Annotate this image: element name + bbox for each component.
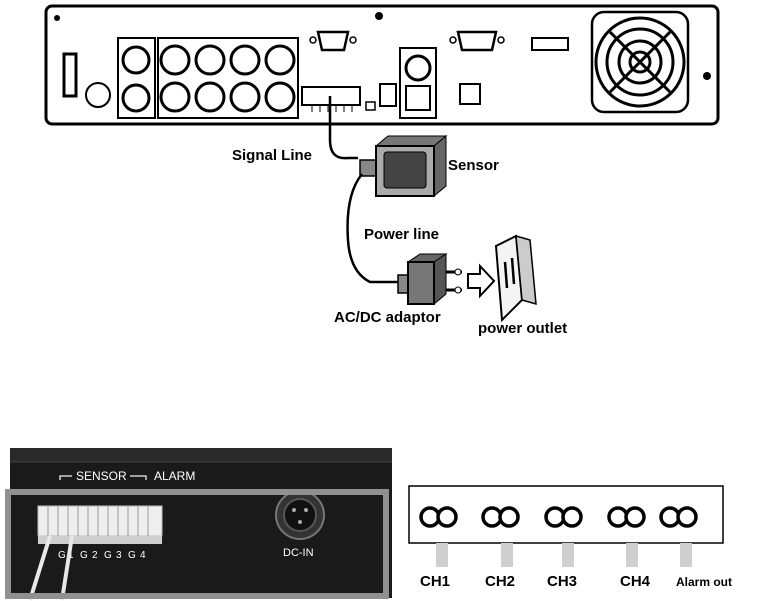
pin-label: G — [80, 550, 88, 561]
ch3-label: CH3 — [547, 573, 577, 590]
pin-label: 2 — [92, 550, 98, 561]
dcin-text: DC-IN — [283, 547, 314, 559]
vga-port-icon — [449, 30, 505, 52]
pin-label: G — [104, 550, 112, 561]
pin-label: 3 — [116, 550, 122, 561]
pin-label: 4 — [140, 550, 146, 561]
adaptor-label: AC/DC adaptor — [334, 309, 441, 326]
power-line-label: Power line — [364, 226, 439, 243]
sensor-label: Sensor — [448, 157, 499, 174]
pin-label: G — [58, 550, 66, 561]
channel-pin — [481, 506, 520, 528]
pin-label: G — [128, 550, 136, 561]
bnc-connector-icon — [157, 37, 299, 119]
power-outlet-label: power outlet — [478, 320, 567, 337]
ch2-label: CH2 — [485, 573, 515, 590]
dvr-rear-panel — [44, 4, 720, 126]
connector-diagram: CH1 CH2 CH3 CH4 Alarm out — [408, 485, 732, 590]
alarm-pin — [659, 506, 698, 528]
channel-pin — [419, 506, 458, 528]
sensor-text: SENSOR — [76, 469, 127, 483]
ch4-label: CH4 — [620, 573, 651, 590]
vga-port-icon — [309, 30, 357, 52]
ch1-label: CH1 — [420, 573, 450, 590]
outlet-icon — [494, 234, 537, 323]
plug-icon — [397, 253, 462, 306]
bnc-connector-icon — [399, 47, 437, 119]
power-line-wire — [346, 173, 398, 284]
bnc-connector-icon — [117, 37, 156, 119]
channel-pin — [607, 506, 646, 528]
signal-line-wire — [328, 96, 358, 160]
alarm-out-label: Alarm out — [676, 575, 732, 589]
sensor-device — [359, 134, 448, 198]
pin-label: 1 — [68, 550, 74, 561]
channel-pin — [544, 506, 583, 528]
signal-line-label: Signal Line — [232, 147, 312, 164]
arrow-right-icon — [467, 263, 496, 299]
terminal-photo: SENSOR ALARM G 1 G 2 G 3 G 4 DC-IN — [5, 448, 392, 601]
alarm-text: ALARM — [154, 469, 195, 483]
fan-icon — [590, 10, 690, 114]
